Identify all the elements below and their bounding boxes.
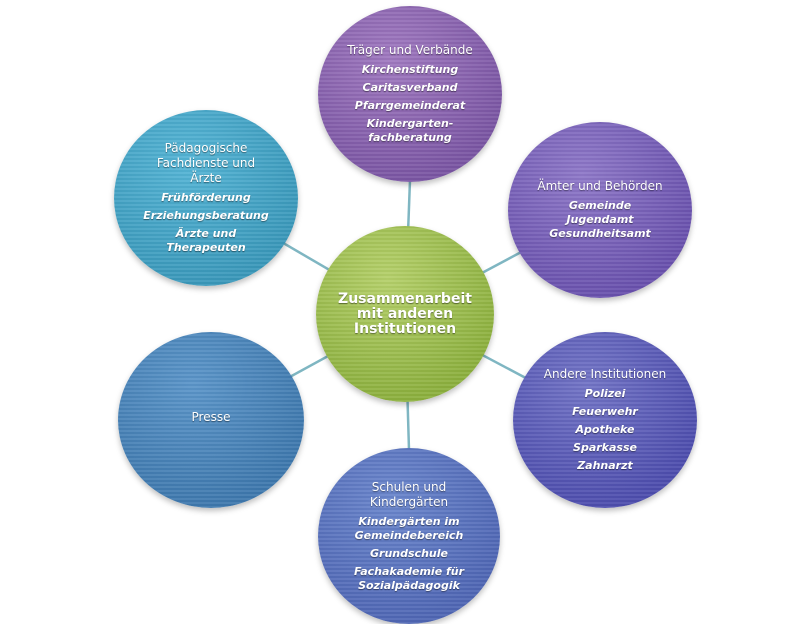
node-item: Grundschule xyxy=(370,546,448,560)
node-title: Ämter und Behörden xyxy=(537,179,663,193)
node-schulen-und-kindergaerten: Schulen und Kindergärten Kindergärten im… xyxy=(318,448,500,624)
node-item: Sparkasse xyxy=(573,441,637,454)
node-item: Kindergarten-fachberatung xyxy=(366,117,454,144)
node-item: Zahnarzt xyxy=(577,459,633,472)
node-item: Feuerwehr xyxy=(572,405,638,418)
node-title: Schulen und Kindergärten xyxy=(369,479,449,509)
node-items: Polizei Feuerwehr Apotheke Sparkasse Zah… xyxy=(572,387,638,473)
node-item: Apotheke xyxy=(575,423,635,436)
node-items: Frühförderung Erziehungsberatung Ärzte u… xyxy=(140,191,272,255)
node-item: Kindergärten im Gemeindebereich xyxy=(354,514,464,542)
node-title: Pädagogische Fachdienste und Ärzte xyxy=(156,141,256,185)
node-items: Gemeinde Jugendamt Gesundheitsamt xyxy=(534,199,666,241)
node-aemter-und-behoerden: Ämter und Behörden Gemeinde Jugendamt Ge… xyxy=(508,122,692,298)
node-item: Polizei xyxy=(584,387,626,400)
node-item: Gemeinde Jugendamt Gesundheitsamt xyxy=(549,199,651,240)
node-title: Presse xyxy=(191,410,231,424)
node-item: Caritasverband xyxy=(362,81,458,94)
node-traeger-und-verbaende: Träger und Verbände Kirchenstiftung Cari… xyxy=(318,6,502,182)
node-title: Träger und Verbände xyxy=(347,43,473,57)
node-presse: Presse xyxy=(118,332,304,508)
center-title: Zusammenarbeit mit anderen Institutionen xyxy=(338,290,472,337)
node-item: Pfarrgemeinderat xyxy=(354,99,466,112)
node-item: Erziehungsberatung xyxy=(143,209,269,222)
center-node: Zusammenarbeit mit anderen Institutionen xyxy=(316,226,494,402)
node-title: Andere Institutionen xyxy=(543,367,667,381)
node-items: Kindergärten im Gemeindebereich Grundsch… xyxy=(344,515,474,593)
node-item: Fachakademie für Sozialpädagogik xyxy=(353,564,465,592)
node-item: Kirchenstiftung xyxy=(361,63,459,76)
node-andere-institutionen: Andere Institutionen Polizei Feuerwehr A… xyxy=(513,332,697,508)
node-item: Ärzte und Therapeuten xyxy=(166,227,246,254)
node-item: Frühförderung xyxy=(161,191,251,204)
node-paedagogische-fachdienste: Pädagogische Fachdienste und Ärzte Frühf… xyxy=(114,110,298,286)
node-items: Kirchenstiftung Caritasverband Pfarrgeme… xyxy=(344,63,476,145)
